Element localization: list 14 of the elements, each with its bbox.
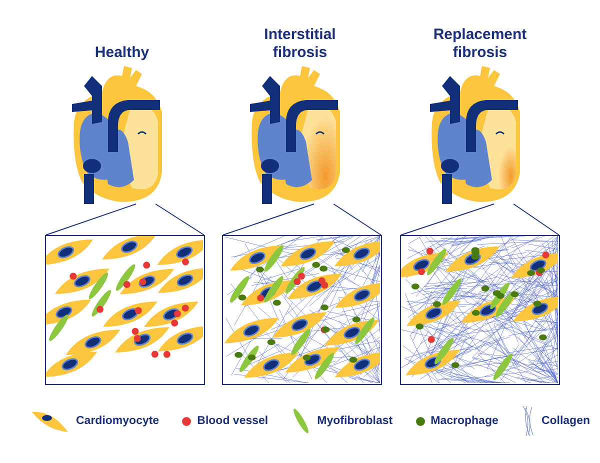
column-heading: Interstitial fibrosis [263,25,337,62]
legend-label: Macrophage [430,415,498,427]
legend-label: Cardiomyocyte [76,415,160,427]
zoom-line [400,204,494,236]
zoom-line [46,204,136,236]
column-heading: Healthy [94,43,150,62]
zoom-line [333,204,382,236]
legend-label: Blood vessel [197,415,268,427]
legend-label: Myofibroblast [317,415,393,427]
zoom-line [513,204,560,236]
legend-label: Collagen [541,415,590,427]
zoom-line [222,204,314,236]
zoom-line [155,204,204,236]
column-heading: Replacement fibrosis [432,25,528,62]
